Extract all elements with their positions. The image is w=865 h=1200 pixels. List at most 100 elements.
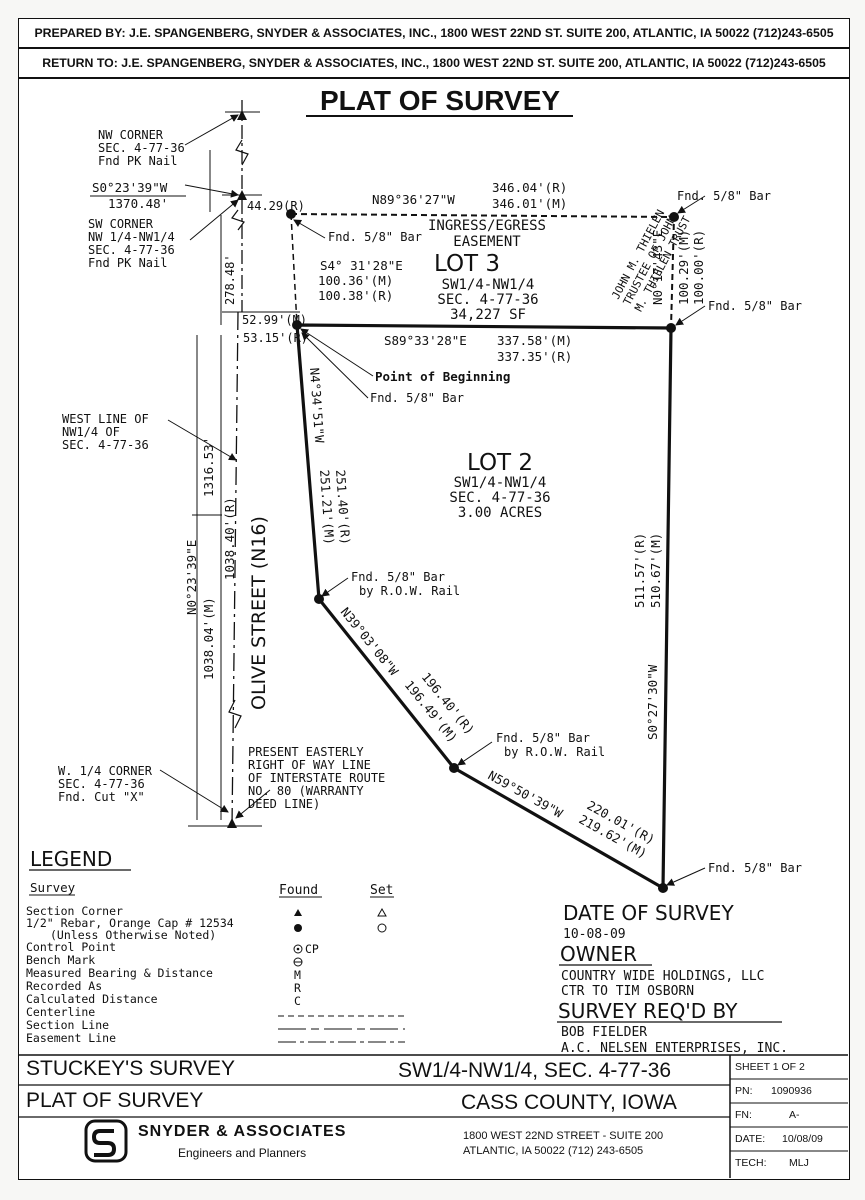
svg-text:Calculated Distance: Calculated Distance [26, 992, 158, 1006]
date-value: 10/08/09 [782, 1133, 823, 1145]
owner-ctr: CTR TO TIM OSBORN [561, 984, 694, 999]
legend-codes: CP M R C [294, 942, 319, 1008]
titleblock-plat: PLAT OF SURVEY [26, 1089, 204, 1112]
east-measured: 100.29'(M) [676, 230, 691, 305]
east-recorded: 100.00'(R) [691, 230, 706, 305]
pn-value: 1090936 [771, 1085, 812, 1097]
n4-measured: 251.21'(M) [317, 469, 337, 545]
west-recorded: 1038.40'(R) [222, 497, 237, 580]
survey-req-label: SURVEY REQ'D BY [558, 999, 738, 1023]
row-rail-label: by R.O.W. Rail [359, 584, 460, 598]
svg-text:DEED LINE): DEED LINE) [248, 797, 320, 811]
svg-text:1/2" Rebar, Orange Cap # 12534: 1/2" Rebar, Orange Cap # 12534 [26, 916, 234, 930]
date-of-survey-label: DATE OF SURVEY [563, 901, 734, 925]
found-bar-marker [658, 883, 668, 893]
lot2-boundary [295, 323, 673, 890]
survey-req-company: A.C. NELSEN ENTERPRISES, INC. [561, 1041, 788, 1056]
olive-street-label: OLIVE STREET (N16) [248, 516, 270, 710]
row-rail-label: by R.O.W. Rail [504, 745, 605, 759]
legend-set-heading: Set [370, 883, 393, 898]
svg-text:OF INTERSTATE ROUTE: OF INTERSTATE ROUTE [248, 771, 385, 785]
east-bearing: N0°17'43"E [650, 230, 665, 305]
svg-text:C: C [294, 994, 301, 1008]
found-bar-marker [286, 209, 296, 219]
s4-recorded: 100.38'(R) [318, 288, 393, 303]
svg-text:M: M [294, 968, 301, 982]
svg-text:Fnd PK Nail: Fnd PK Nail [98, 154, 177, 168]
company-subtitle: Engineers and Planners [178, 1146, 307, 1160]
point-of-beginning: Point of Beginning [375, 369, 510, 384]
date-label: DATE: [735, 1133, 766, 1145]
section-line-west [231, 311, 239, 827]
lot2-area: 3.00 ACRES [458, 505, 542, 521]
lot3-area: 34,227 SF [450, 307, 526, 323]
svg-text:Control Point: Control Point [26, 940, 116, 954]
title-block-grid [18, 1054, 848, 1178]
n4-recorded: 251.40'(R) [333, 469, 353, 545]
svg-text:SEC. 4-77-36: SEC. 4-77-36 [62, 438, 149, 452]
owner-name: COUNTRY WIDE HOLDINGS, LLC [561, 969, 765, 984]
west-measured: 1038.04'(M) [201, 597, 216, 680]
svg-text:SEC. 4-77-36: SEC. 4-77-36 [98, 141, 185, 155]
found-bar-marker [666, 323, 676, 333]
lot2-subdivision: SW1/4-NW1/4 [454, 475, 547, 491]
n39-bearing: N39°03'08"W [338, 604, 402, 678]
mid-measured: 337.58'(M) [497, 333, 572, 348]
svg-text:NW1/4 OF: NW1/4 OF [62, 425, 120, 439]
west-line-label: WEST LINE OF NW1/4 OF SEC. 4-77-36 [62, 412, 149, 452]
distance-52-99: 52.99'(M) [242, 313, 307, 327]
north-measured: 346.01'(M) [492, 196, 567, 211]
svg-text:NW 1/4-NW1/4: NW 1/4-NW1/4 [88, 230, 175, 244]
legend-found-heading: Found [279, 883, 318, 898]
snyder-logo-icon [84, 1119, 128, 1163]
n4-bearing: N4°34'51"W [307, 367, 327, 444]
svg-text:RIGHT OF WAY LINE: RIGHT OF WAY LINE [248, 758, 371, 772]
fnd-bar-label: Fnd. 5/8" Bar [708, 861, 802, 875]
svg-text:R: R [294, 981, 301, 995]
south-bearing-label: S0°23'39"W [92, 180, 168, 195]
set-section-corner-symbol [377, 907, 387, 917]
east-lot2-recorded: 511.57'(R) [632, 533, 647, 608]
east-lot2-measured: 510.67'(M) [648, 533, 663, 608]
west-bearing: N0°23'39"E [184, 540, 199, 615]
distance-53-15: 53.15'(R) [243, 331, 308, 345]
company-address-line2: ATLANTIC, IA 50022 (712) 243-6505 [463, 1145, 644, 1157]
survey-name: STUCKEY'S SURVEY [26, 1057, 236, 1080]
pn-label: PN: [735, 1085, 753, 1097]
svg-text:SEC. 4-77-36: SEC. 4-77-36 [88, 243, 175, 257]
tech-label: TECH: [735, 1157, 767, 1169]
svg-text:SW CORNER: SW CORNER [88, 217, 154, 231]
east-lot2-bearing: S0°27'30"W [645, 664, 660, 740]
s4-measured: 100.36'(M) [318, 273, 393, 288]
mid-recorded: 337.35'(R) [497, 349, 572, 364]
svg-text:Centerline: Centerline [26, 1005, 95, 1019]
lot3-subdivision: SW1/4-NW1/4 [442, 277, 535, 293]
section-corner-marker [237, 110, 247, 120]
svg-text:WEST LINE OF: WEST LINE OF [62, 412, 149, 426]
svg-text:Measured Bearing & Distance: Measured Bearing & Distance [26, 966, 213, 980]
north-bearing: N89°36'27"W [372, 192, 455, 207]
w-quarter-corner-label: W. 1/4 CORNER SEC. 4-77-36 Fnd. Cut "X" [58, 764, 153, 804]
prepared-by-header: PREPARED BY: J.E. SPANGENBERG, SNYDER & … [18, 18, 850, 48]
survey-section: SW1/4-NW1/4, SEC. 4-77-36 [398, 1059, 672, 1082]
svg-text:Recorded As: Recorded As [26, 979, 102, 993]
mid-bearing: S89°33'28"E [384, 333, 467, 348]
svg-text:Bench Mark: Bench Mark [26, 953, 95, 967]
svg-text:W. 1/4 CORNER: W. 1/4 CORNER [58, 764, 153, 778]
fnd-bar-label: Fnd. 5/8" Bar [351, 570, 445, 584]
svg-text:(Unless Otherwise Noted): (Unless Otherwise Noted) [50, 928, 216, 942]
north-recorded: 346.04'(R) [492, 180, 567, 195]
company-address-line1: 1800 WEST 22ND STREET - SUITE 200 [463, 1130, 664, 1142]
south-distance-label: 1370.48' [108, 196, 168, 211]
distance-1316-53: 1316.53' [201, 437, 216, 497]
lot3-label: LOT 3 [434, 251, 500, 277]
plat-frame [18, 78, 850, 1180]
svg-text:Section Line: Section Line [26, 1018, 109, 1032]
svg-text:PRESENT EASTERLY: PRESENT EASTERLY [248, 745, 364, 759]
distance-278-48: 278.48' [223, 254, 237, 305]
easement-west-line [290, 213, 298, 326]
break-symbol [231, 209, 245, 231]
nw-corner-label: NW CORNER SEC. 4-77-36 Fnd PK Nail [98, 128, 185, 168]
s4-bearing: S4° 31'28"E [320, 258, 403, 273]
